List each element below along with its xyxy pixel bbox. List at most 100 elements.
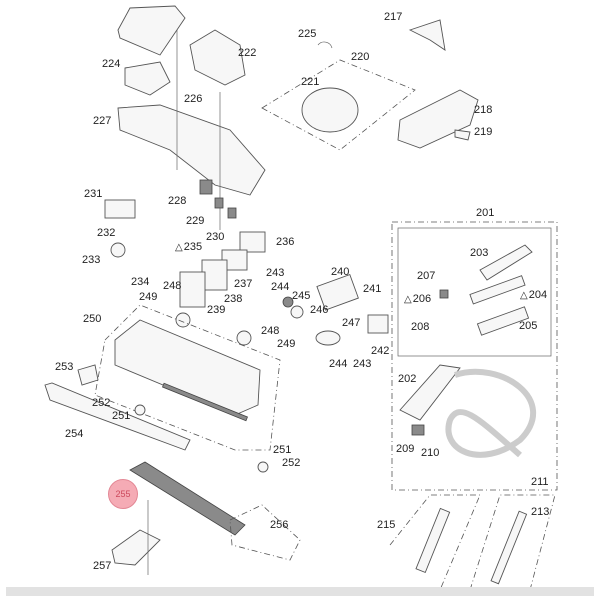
- part-label[interactable]: 229: [186, 215, 205, 227]
- hose-group-201-outline: [391, 221, 558, 491]
- roller-248a-part: [175, 312, 191, 328]
- part-label[interactable]: 235: [175, 241, 202, 254]
- frame-205-part: [476, 306, 530, 336]
- part-label[interactable]: 243: [266, 267, 285, 279]
- motor-240-part: [316, 273, 359, 311]
- highlighted-part-255-marker[interactable]: 255: [108, 479, 138, 509]
- part-label[interactable]: 222: [238, 47, 257, 59]
- part-label[interactable]: 237: [234, 278, 253, 290]
- pcb-204-part: [469, 275, 526, 305]
- part-label[interactable]: 245: [292, 290, 311, 302]
- clip-253-part: [77, 364, 99, 386]
- part-label[interactable]: 215: [377, 519, 396, 531]
- part-label[interactable]: 248: [163, 280, 182, 292]
- part-label[interactable]: 241: [363, 283, 382, 295]
- part-label[interactable]: 243: [353, 358, 372, 370]
- cover-222-part: [189, 29, 246, 86]
- belt-247-part: [315, 330, 341, 346]
- part-label[interactable]: 220: [351, 51, 370, 63]
- part-label[interactable]: 247: [342, 317, 361, 329]
- part-label[interactable]: 217: [384, 11, 403, 23]
- part-label[interactable]: 210: [421, 447, 440, 459]
- part-label[interactable]: 252: [92, 397, 111, 409]
- part-label[interactable]: 219: [474, 126, 493, 138]
- part-label[interactable]: 242: [371, 345, 390, 357]
- part-label[interactable]: 231: [84, 188, 103, 200]
- part-label[interactable]: 224: [102, 58, 121, 70]
- part-label[interactable]: 233: [82, 254, 101, 266]
- part-label[interactable]: 203: [470, 247, 489, 259]
- part-label[interactable]: 207: [417, 270, 436, 282]
- part-label[interactable]: 227: [93, 115, 112, 127]
- plate-236-part: [239, 231, 266, 253]
- cover-224-part: [124, 61, 171, 96]
- brush-tool-215-part: [415, 507, 451, 574]
- part-label[interactable]: 205: [519, 320, 538, 332]
- base-250-part: [114, 319, 261, 416]
- pulley-246-part: [290, 305, 304, 319]
- roller-248b-part: [236, 330, 252, 346]
- handle-202-part: [399, 364, 461, 421]
- part-label[interactable]: 211: [531, 476, 549, 488]
- top-cover-part: [117, 5, 186, 56]
- panel-239-part: [179, 271, 206, 308]
- motor-221-part: [301, 87, 359, 133]
- part-label[interactable]: 244: [271, 281, 290, 293]
- part-label[interactable]: 256: [270, 519, 289, 531]
- roller-251a-part: [134, 404, 146, 416]
- box-231-part: [104, 199, 136, 219]
- part-label[interactable]: 252: [282, 457, 301, 469]
- part-label[interactable]: 213: [531, 506, 550, 518]
- hand-unit-218-part: [397, 89, 479, 149]
- base-group-250-outline: [94, 304, 281, 451]
- brushroll-255-part: [129, 461, 246, 536]
- hose-211-part: [445, 368, 537, 458]
- bracket-257-part: [111, 529, 161, 566]
- part-label[interactable]: 206: [404, 293, 431, 306]
- part-label[interactable]: 249: [139, 291, 158, 303]
- part-label[interactable]: 244: [329, 358, 348, 370]
- part-label[interactable]: 257: [93, 560, 112, 572]
- part-label[interactable]: 250: [83, 313, 102, 325]
- part-label[interactable]: 246: [310, 304, 329, 316]
- cover-228-part: [199, 179, 213, 195]
- part-label[interactable]: 204: [520, 289, 547, 302]
- part-label[interactable]: 218: [474, 104, 493, 116]
- brush-210-part: [411, 424, 425, 436]
- part-label[interactable]: 254: [65, 428, 84, 440]
- part-label[interactable]: 248: [261, 325, 280, 337]
- bottom-scrollbar[interactable]: [6, 587, 594, 596]
- end-cap-256-outline: [229, 504, 301, 561]
- part-label[interactable]: 239: [207, 304, 226, 316]
- part-label[interactable]: 202: [398, 373, 417, 385]
- part-label[interactable]: 221: [301, 76, 320, 88]
- part-label[interactable]: 251: [112, 410, 131, 422]
- switch-cover-203-part: [479, 244, 533, 281]
- part-label[interactable]: 240: [331, 266, 350, 278]
- part-label[interactable]: 236: [276, 236, 295, 248]
- hose-inner-box: [397, 227, 552, 357]
- part-label[interactable]: 208: [411, 321, 430, 333]
- part-label[interactable]: 232: [97, 227, 116, 239]
- chassis-227-part: [117, 104, 266, 196]
- part-label[interactable]: 209: [396, 443, 415, 455]
- wand-213-part: [490, 510, 528, 585]
- panel-238-part: [201, 259, 228, 291]
- part-label[interactable]: 253: [55, 361, 74, 373]
- part-label[interactable]: 234: [131, 276, 150, 288]
- part-label[interactable]: 225: [298, 28, 317, 40]
- roller-251b-part: [257, 461, 269, 473]
- part-label[interactable]: 238: [224, 293, 243, 305]
- part-label[interactable]: 230: [206, 231, 225, 243]
- housing-242-part: [367, 314, 389, 334]
- cover-229-part: [214, 197, 224, 209]
- part-label[interactable]: 201: [476, 207, 495, 219]
- bristle-strip-part: [162, 382, 248, 422]
- part-label[interactable]: 251: [273, 444, 292, 456]
- tool-215-outline: [389, 494, 481, 591]
- part-label[interactable]: 226: [184, 93, 203, 105]
- part-label[interactable]: 249: [277, 338, 296, 350]
- part-label[interactable]: 228: [168, 195, 187, 207]
